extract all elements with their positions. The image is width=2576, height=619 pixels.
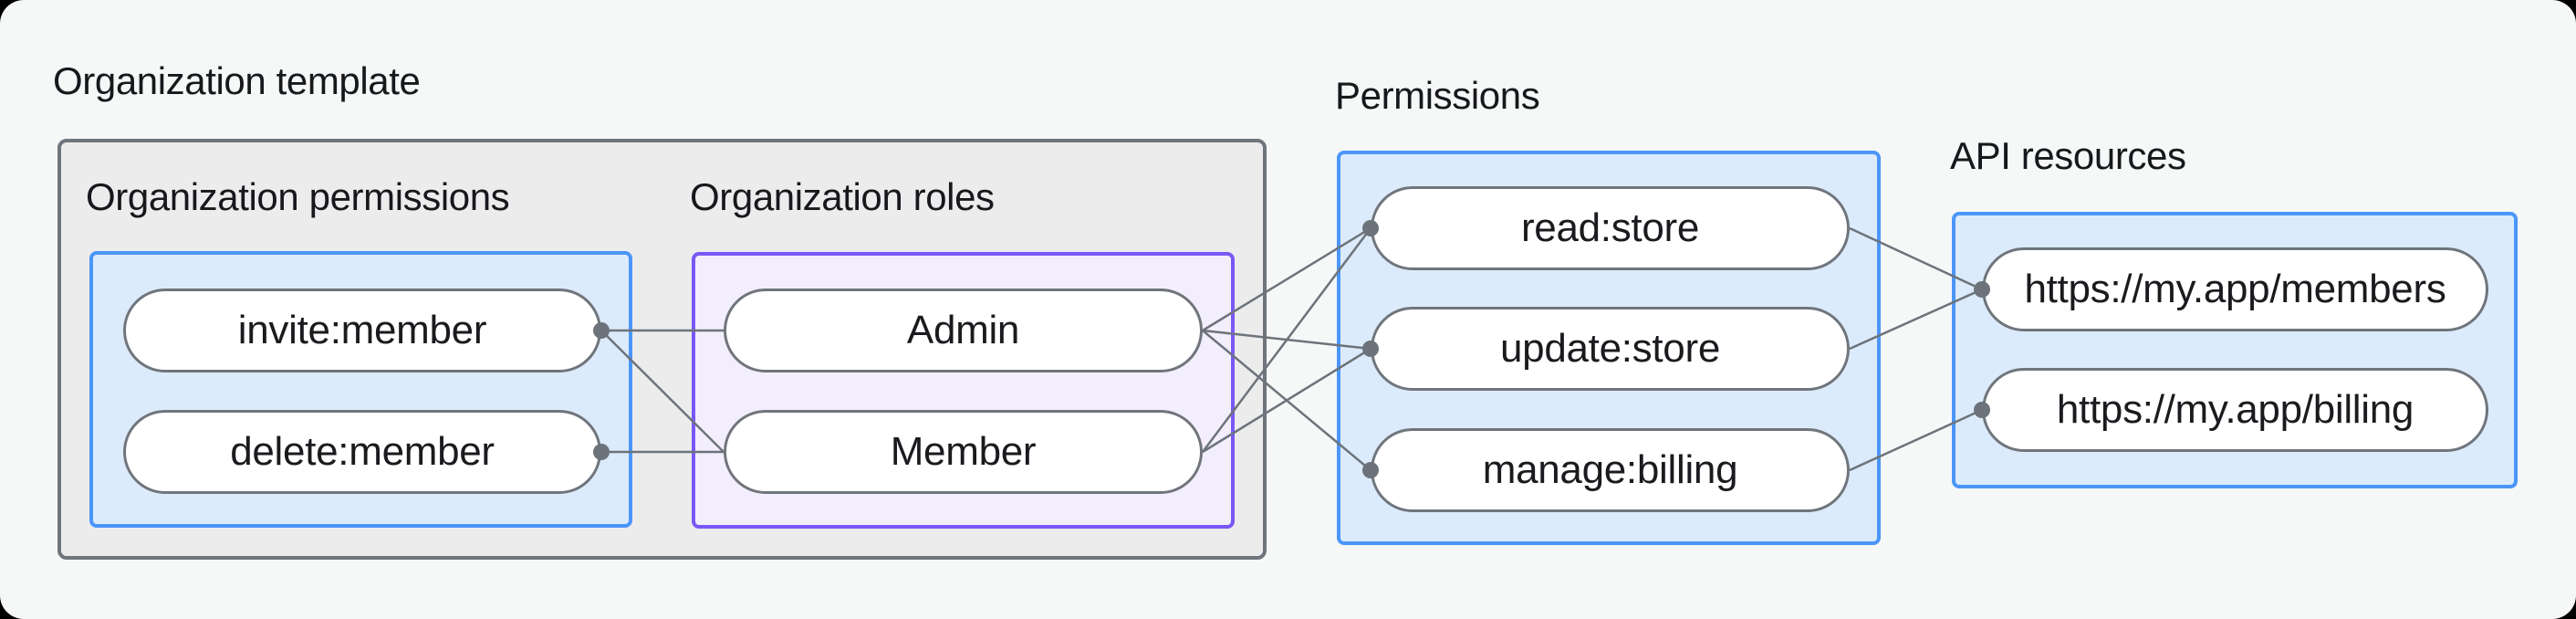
- organization-roles-title: Organization roles: [690, 175, 995, 218]
- node-member-label: Member: [890, 429, 1037, 474]
- organization-template-title: Organization template: [53, 59, 421, 102]
- node-admin: Admin: [724, 289, 1203, 372]
- node-manage-billing: manage:billing: [1371, 428, 1850, 512]
- permissions-title: Permissions: [1335, 74, 1540, 117]
- node-update-store: update:store: [1371, 307, 1850, 391]
- node-member: Member: [724, 410, 1203, 494]
- api-resources-title: API resources: [1950, 134, 2186, 177]
- node-invite-member: invite:member: [123, 289, 601, 372]
- node-delete-member: delete:member: [123, 410, 601, 494]
- node-api-billing: https://my.app/billing: [1982, 368, 2488, 452]
- node-invite-member-label: invite:member: [237, 308, 487, 352]
- organization-permissions-title: Organization permissions: [86, 175, 510, 218]
- node-read-store-label: read:store: [1520, 205, 1700, 250]
- node-admin-label: Admin: [906, 308, 1020, 352]
- node-update-store-label: update:store: [1499, 326, 1721, 371]
- node-api-members: https://my.app/members: [1982, 247, 2488, 331]
- node-api-billing-label: https://my.app/billing: [2056, 387, 2414, 432]
- node-read-store: read:store: [1371, 186, 1850, 270]
- node-manage-billing-label: manage:billing: [1482, 447, 1738, 492]
- node-api-members-label: https://my.app/members: [2024, 267, 2446, 311]
- node-delete-member-label: delete:member: [230, 429, 495, 474]
